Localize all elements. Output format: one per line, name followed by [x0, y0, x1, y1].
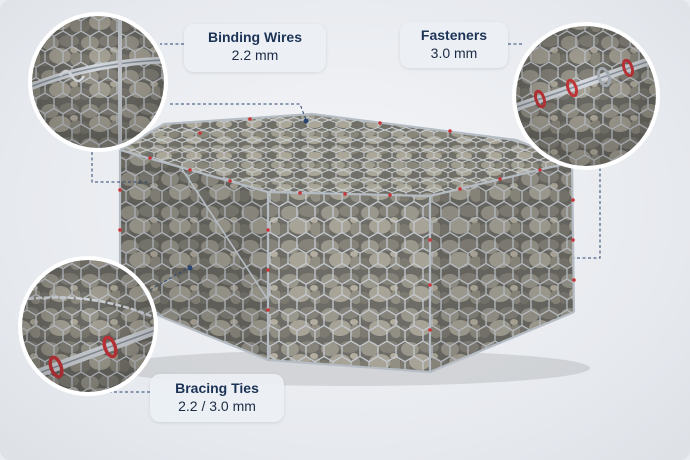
- gabion-left-face: [120, 150, 268, 360]
- callout-title: Binding Wires: [208, 29, 302, 45]
- magnifier-fasteners-icon: [512, 22, 660, 170]
- gabion-front-face: [268, 192, 430, 372]
- callout-binding-wires: Binding Wires 2.2 mm: [184, 24, 326, 72]
- callout-bracing-ties: Bracing Ties 2.2 / 3.0 mm: [150, 374, 284, 422]
- fastener-rings-on-edges: [118, 117, 576, 332]
- leader-lines: [91, 43, 601, 393]
- gabion-top-face: [120, 114, 572, 196]
- magnifier-binding-wires-icon: [28, 12, 168, 152]
- callout-spec: 3.0 mm: [430, 45, 478, 61]
- callout-spec: 2.2 / 3.0 mm: [178, 398, 256, 414]
- magnifier-bracing-ties-icon: [18, 256, 158, 396]
- callout-title: Fasteners: [420, 27, 488, 43]
- callout-title: Bracing Ties: [175, 380, 259, 396]
- callout-spec: 2.2 mm: [231, 47, 279, 63]
- gabion-right-face: [430, 162, 574, 372]
- callout-fasteners: Fasteners 3.0 mm: [400, 22, 508, 68]
